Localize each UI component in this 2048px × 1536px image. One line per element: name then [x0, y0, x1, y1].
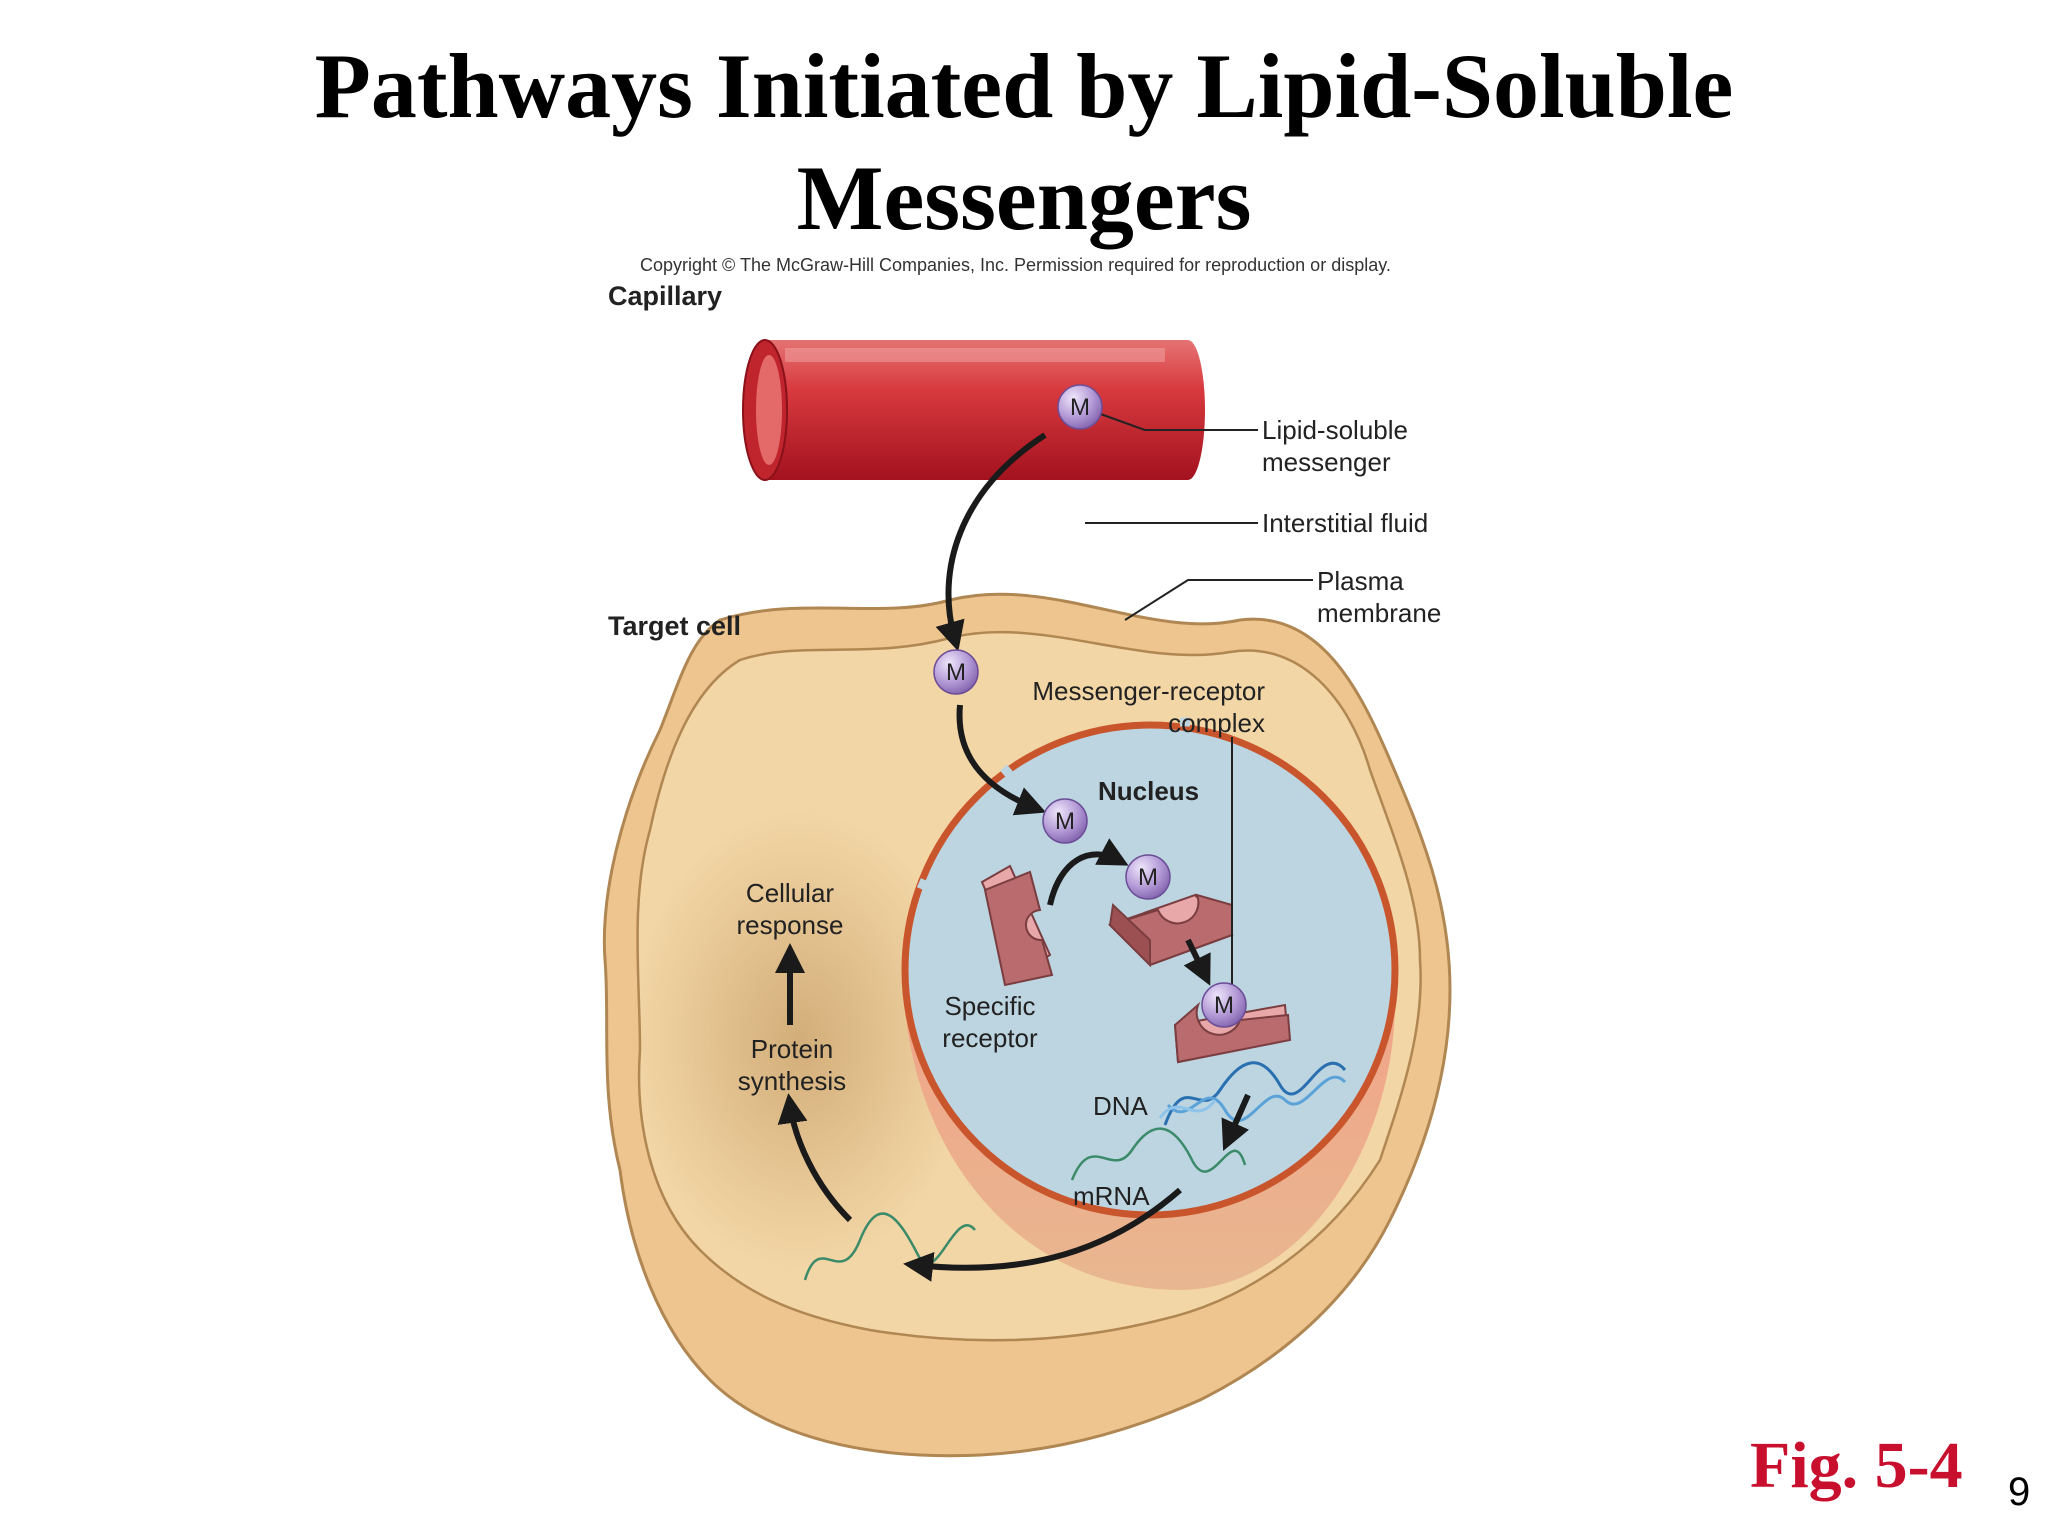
page-number: 9 — [2008, 1470, 2031, 1514]
svg-text:M: M — [946, 659, 966, 686]
cellular-response-label: Cellular — [746, 878, 834, 908]
arrow-capillary-to-cell — [935, 432, 1047, 652]
capillary-label: Capillary — [608, 281, 722, 311]
specific-receptor-label: receptor — [942, 1023, 1038, 1053]
title-line-2: Messengers — [796, 147, 1252, 249]
messenger-molecule: M — [1125, 854, 1171, 900]
svg-text:M: M — [1055, 808, 1075, 835]
nucleus-label: Nucleus — [1098, 776, 1199, 806]
plasma-membrane-label: membrane — [1317, 598, 1441, 628]
lipid-soluble-label: Lipid-soluble — [1262, 415, 1408, 445]
slide-title: Pathways Initiated by Lipid-Soluble Mess… — [0, 30, 2048, 254]
interstitial-fluid-label: Interstitial fluid — [1262, 508, 1428, 538]
figure-label: Fig. 5-4 — [1750, 1429, 1963, 1502]
arrow-receptor-to-complex — [1183, 938, 1211, 986]
dna-helix — [1158, 1061, 1347, 1126]
lipid-soluble-label: messenger — [1262, 447, 1391, 477]
pathway-arrows — [775, 432, 1251, 1282]
svg-text:M: M — [1214, 992, 1234, 1019]
specific-receptor-label: Specific — [944, 991, 1035, 1021]
protein-synthesis-label: synthesis — [738, 1066, 846, 1096]
cellular-response-label: response — [737, 910, 844, 940]
cytoplasm-mrna — [803, 1212, 976, 1281]
svg-text:M: M — [1070, 394, 1090, 421]
specific-receptor — [980, 864, 1054, 987]
arrow-mrna-out — [903, 1187, 1182, 1282]
arrow-to-protein-synthesis — [777, 1093, 853, 1223]
complex-label: Messenger-receptor — [1032, 676, 1265, 706]
messenger-molecule: M — [1201, 982, 1247, 1028]
receptor-with-messenger — [1108, 893, 1234, 968]
mrna-label: mRNA — [1073, 1181, 1150, 1211]
messenger-molecule: M — [1042, 798, 1088, 844]
protein-synthesis-label: Protein — [751, 1034, 833, 1064]
arrow-cell-to-nucleus — [956, 704, 1047, 816]
svg-text:M: M — [1138, 864, 1158, 891]
messenger-molecule: M — [933, 649, 979, 695]
leader-lines — [1085, 411, 1313, 985]
title-line-1: Pathways Initiated by Lipid-Soluble — [314, 35, 1734, 137]
dna-label: DNA — [1093, 1091, 1149, 1121]
cytoplasm-shadow — [630, 810, 970, 1270]
capillary — [765, 340, 1205, 480]
mrna-strand — [1070, 1127, 1247, 1181]
arrow-dna-to-mrna — [1221, 1093, 1251, 1151]
target-cell-label: Target cell — [608, 611, 741, 641]
complex-label: complex — [1168, 708, 1265, 738]
messenger-molecule: M — [1057, 384, 1103, 430]
copyright-notice: Copyright © The McGraw-Hill Companies, I… — [640, 255, 1391, 275]
plasma-membrane-label: Plasma — [1317, 566, 1404, 596]
nuclear-pores — [916, 717, 1390, 1151]
arrow-to-receptor — [1047, 838, 1129, 906]
